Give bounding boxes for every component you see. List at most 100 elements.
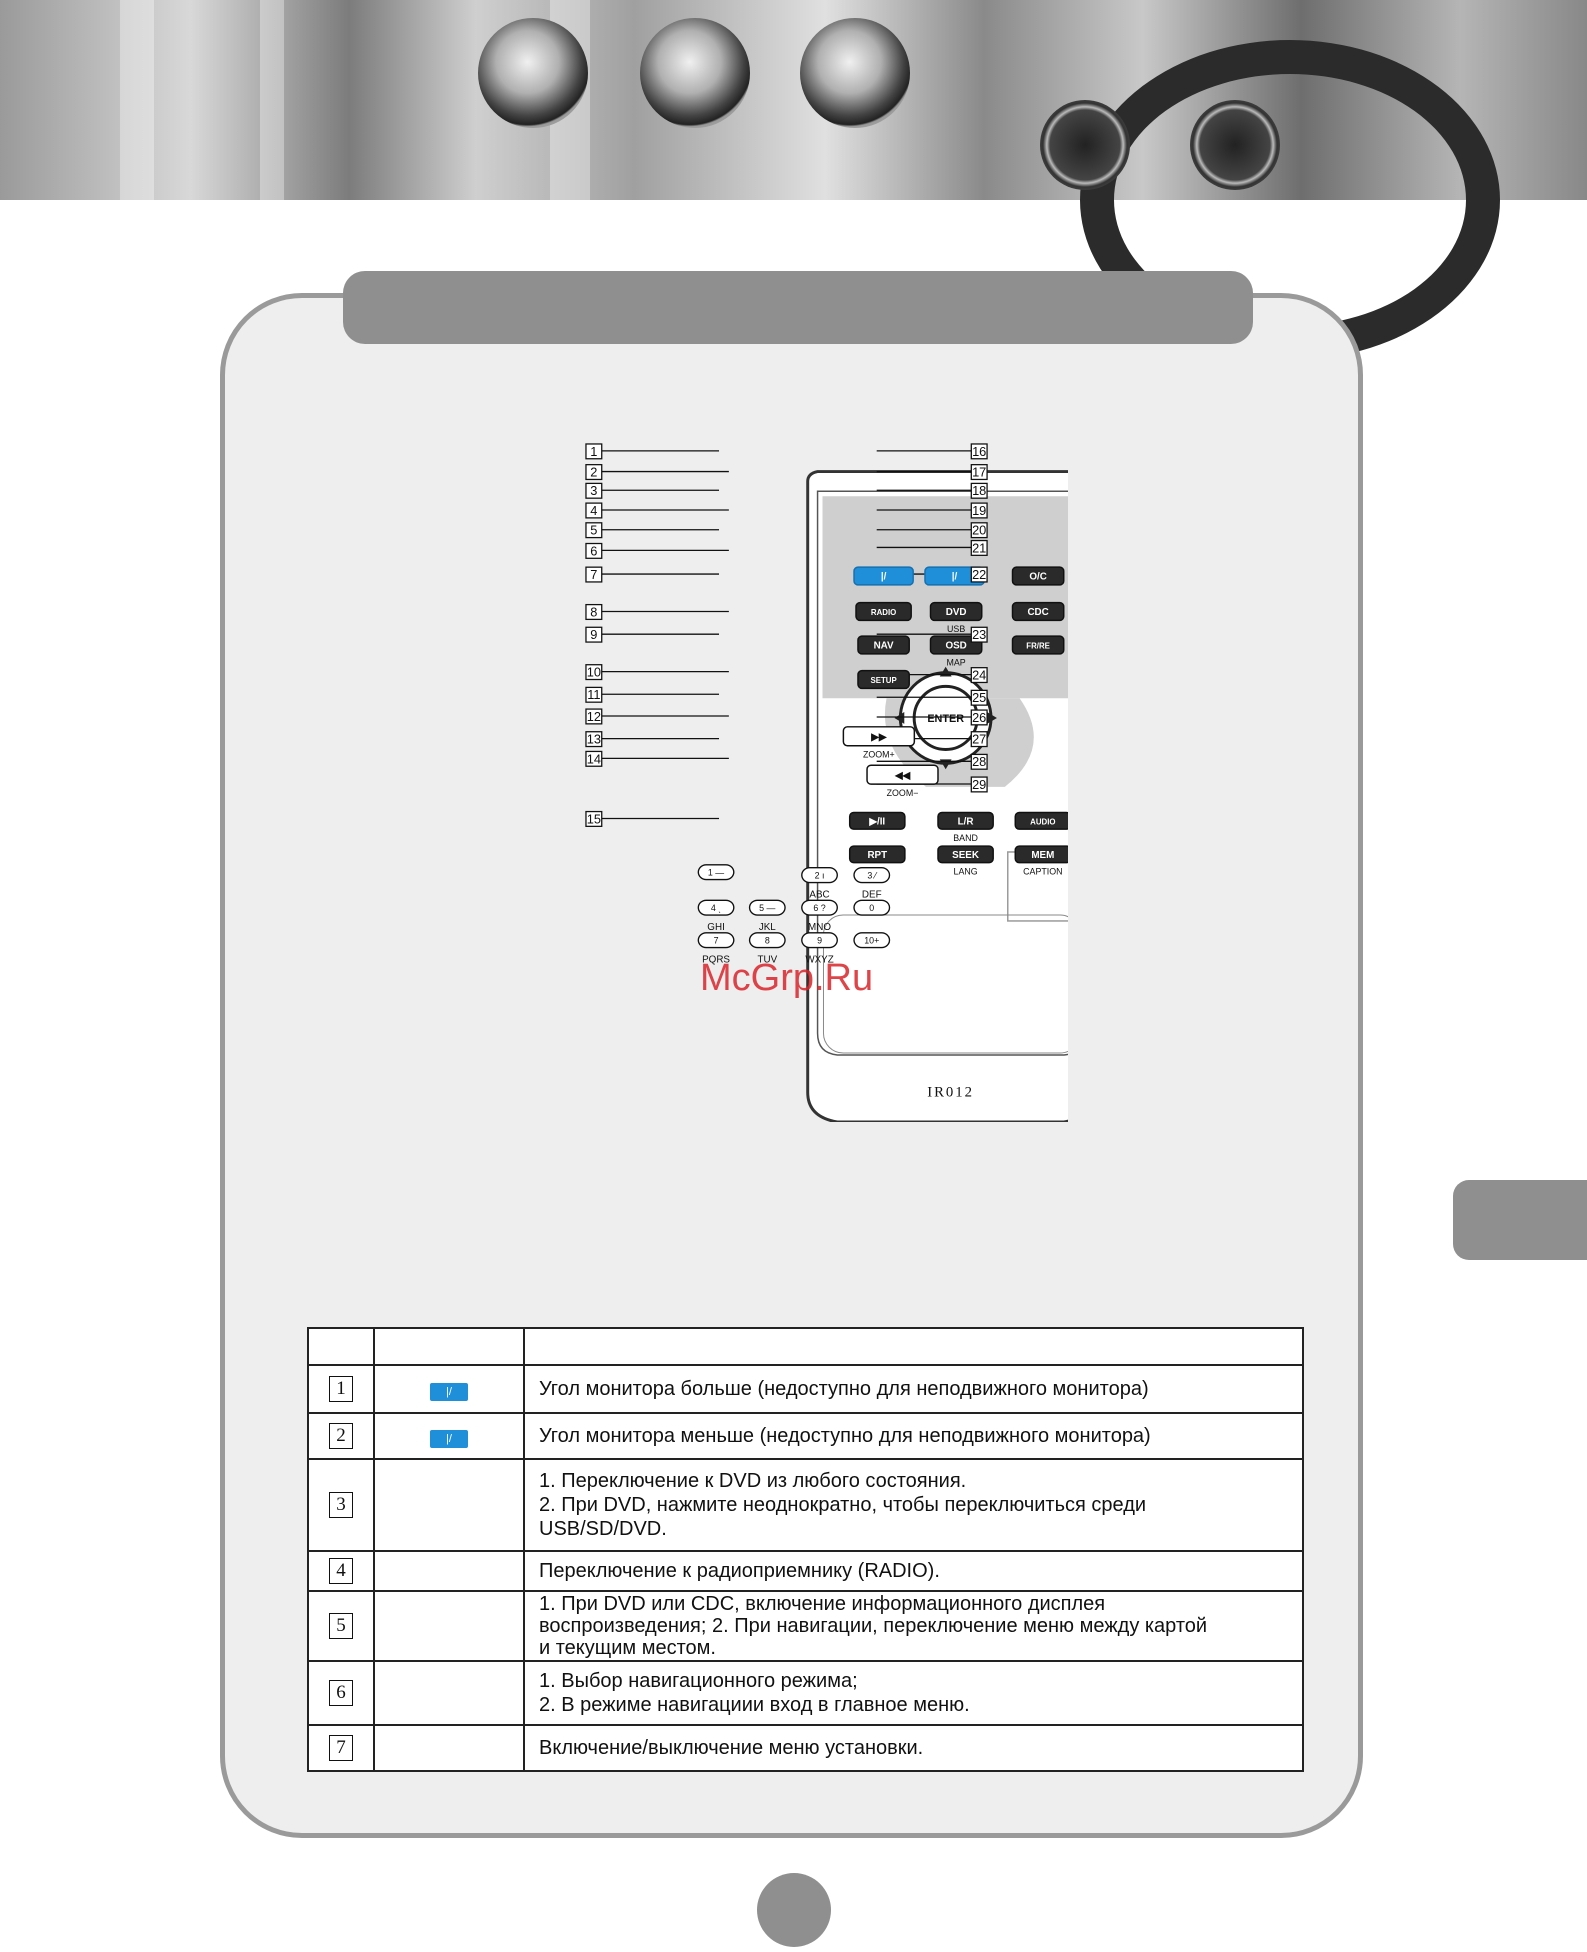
power-button[interactable] bbox=[1011, 566, 1065, 586]
callout-number: 12 bbox=[587, 709, 601, 724]
callout-number: 20 bbox=[972, 523, 986, 538]
numpad-key-label: 0 bbox=[869, 903, 874, 913]
numpad-key[interactable] bbox=[801, 867, 838, 884]
lr-button[interactable] bbox=[937, 811, 994, 830]
numpad-key-label: 9 bbox=[817, 936, 822, 946]
key-table: 1 |/ Угол монитора больше (недоступно дл… bbox=[307, 1327, 1304, 1772]
table-row: 6 1. Выбор навигационного режима; 2. В р… bbox=[307, 1660, 1304, 1726]
callout-box bbox=[970, 689, 988, 706]
osd-button[interactable] bbox=[929, 635, 983, 655]
numpad-key-sublabel: JKL bbox=[759, 922, 776, 933]
enter-label: ENTER bbox=[927, 713, 964, 725]
numpad-key[interactable] bbox=[853, 867, 891, 884]
right-arrow-icon[interactable] bbox=[987, 712, 997, 724]
radio-label: RADIO bbox=[871, 608, 896, 617]
numpad-key[interactable] bbox=[748, 932, 786, 949]
ff-sublabel: ZOOM+ bbox=[863, 750, 895, 760]
callout-number: 16 bbox=[972, 444, 986, 459]
table-row: 2 |/ Угол монитора меньше (недоступно дл… bbox=[307, 1412, 1304, 1460]
photo-strip bbox=[260, 0, 284, 200]
tilt-up-button[interactable] bbox=[853, 566, 914, 586]
dial-knob bbox=[800, 18, 910, 128]
seek-label: SEEK bbox=[952, 850, 980, 861]
seek-button[interactable] bbox=[937, 845, 994, 864]
row-description: 1. При DVD или CDC, включение информацио… bbox=[539, 1593, 1106, 1615]
rpt-button[interactable] bbox=[848, 845, 906, 864]
callout-box bbox=[585, 603, 603, 621]
table-row: 7 Включение/выключение меню установки. bbox=[307, 1724, 1304, 1772]
tilt-down-label: |/ bbox=[952, 572, 958, 583]
frre-button[interactable] bbox=[1011, 635, 1065, 655]
dial-knob bbox=[640, 18, 750, 128]
numpad-key-label: 8 bbox=[765, 936, 770, 946]
dvd-label: DVD bbox=[946, 607, 967, 618]
header-cell bbox=[373, 1327, 525, 1366]
row-description: Угол монитора меньше (недоступно для неп… bbox=[539, 1425, 1151, 1447]
rew-button[interactable] bbox=[866, 764, 939, 785]
seek-sublabel: LANG bbox=[954, 866, 978, 876]
row-description: Переключение к радиоприемнику (RADIO). bbox=[539, 1560, 940, 1582]
callout-box bbox=[970, 522, 988, 539]
nav-button[interactable] bbox=[857, 635, 910, 655]
mem-label: MEM bbox=[1031, 850, 1054, 861]
table-row: 3 1. Переключение к DVD из любого состоя… bbox=[307, 1458, 1304, 1552]
numpad-key[interactable] bbox=[697, 932, 735, 949]
remote-illustration: |/|/O/CMUTERADIODVDUSBCDCTVAVNAVOSDMAPFR… bbox=[585, 443, 1068, 1122]
callout-number: 13 bbox=[587, 732, 601, 747]
numpad-key[interactable] bbox=[748, 899, 786, 916]
left-arrow-icon[interactable] bbox=[894, 712, 905, 724]
cdc-button[interactable] bbox=[1011, 601, 1065, 622]
play-pause-button[interactable] bbox=[848, 811, 906, 830]
numpad-key[interactable] bbox=[697, 864, 735, 881]
callout-box bbox=[970, 667, 988, 684]
callout-box bbox=[970, 776, 988, 793]
numpad-key[interactable] bbox=[801, 932, 838, 949]
callout-number: 25 bbox=[972, 690, 986, 705]
callout-number: 22 bbox=[972, 567, 986, 582]
header-cell bbox=[523, 1327, 1304, 1366]
callout-box bbox=[585, 750, 603, 767]
callout-number: 5 bbox=[590, 523, 597, 538]
row-description-line: и текущим местом. bbox=[539, 1637, 716, 1659]
row-icon-cell bbox=[373, 1458, 525, 1552]
remote-diagram: |/|/O/CMUTERADIODVDUSBCDCTVAVNAVOSDMAPFR… bbox=[508, 442, 1068, 1122]
dvd-button[interactable] bbox=[929, 601, 983, 622]
side-tab bbox=[1453, 1180, 1587, 1260]
frre-label: FR/RE bbox=[1026, 642, 1050, 651]
mem-button[interactable] bbox=[1014, 845, 1068, 864]
table-row: 5 1. При DVD или CDC, включение информац… bbox=[307, 1590, 1304, 1662]
callout-number: 11 bbox=[587, 687, 600, 702]
numpad-key[interactable] bbox=[697, 899, 735, 916]
callout-number: 3 bbox=[590, 483, 597, 498]
table-header-row bbox=[307, 1327, 1304, 1366]
callout-number: 2 bbox=[590, 464, 597, 479]
gauge bbox=[1040, 100, 1130, 190]
table-row: 1 |/ Угол монитора больше (недоступно дл… bbox=[307, 1364, 1304, 1414]
numpad-key-label: 4 ˎ bbox=[711, 903, 721, 913]
callout-number: 18 bbox=[972, 483, 986, 498]
numpad-key[interactable] bbox=[801, 899, 838, 916]
tilt-up-label: |/ bbox=[881, 572, 887, 583]
callout-number: 4 bbox=[590, 503, 597, 518]
numpad-key-sublabel: GHI bbox=[707, 922, 725, 933]
page-number-circle bbox=[757, 1873, 831, 1947]
numpad-key-label: 3 ⁄ bbox=[867, 871, 877, 881]
row-description: 1. Выбор навигационного режима; bbox=[539, 1670, 858, 1692]
audio-button[interactable] bbox=[1014, 811, 1068, 830]
radio-button[interactable] bbox=[855, 601, 912, 622]
tilt-up-icon: |/ bbox=[430, 1382, 468, 1401]
photo-strip bbox=[120, 0, 154, 200]
callout-number: 15 bbox=[587, 811, 601, 826]
numpad-key-sublabel: WXYZ bbox=[805, 954, 833, 965]
row-number: 3 bbox=[329, 1492, 353, 1518]
setup-button[interactable] bbox=[857, 669, 910, 690]
ff-button[interactable] bbox=[842, 726, 916, 747]
callout-number: 28 bbox=[972, 754, 986, 769]
callout-box bbox=[585, 810, 603, 827]
numpad-key[interactable] bbox=[853, 932, 891, 949]
callout-box bbox=[585, 686, 603, 703]
callout-number: 23 bbox=[972, 627, 986, 642]
numpad-key[interactable] bbox=[853, 899, 891, 916]
callout-number: 7 bbox=[590, 567, 597, 582]
callout-box bbox=[970, 502, 988, 519]
